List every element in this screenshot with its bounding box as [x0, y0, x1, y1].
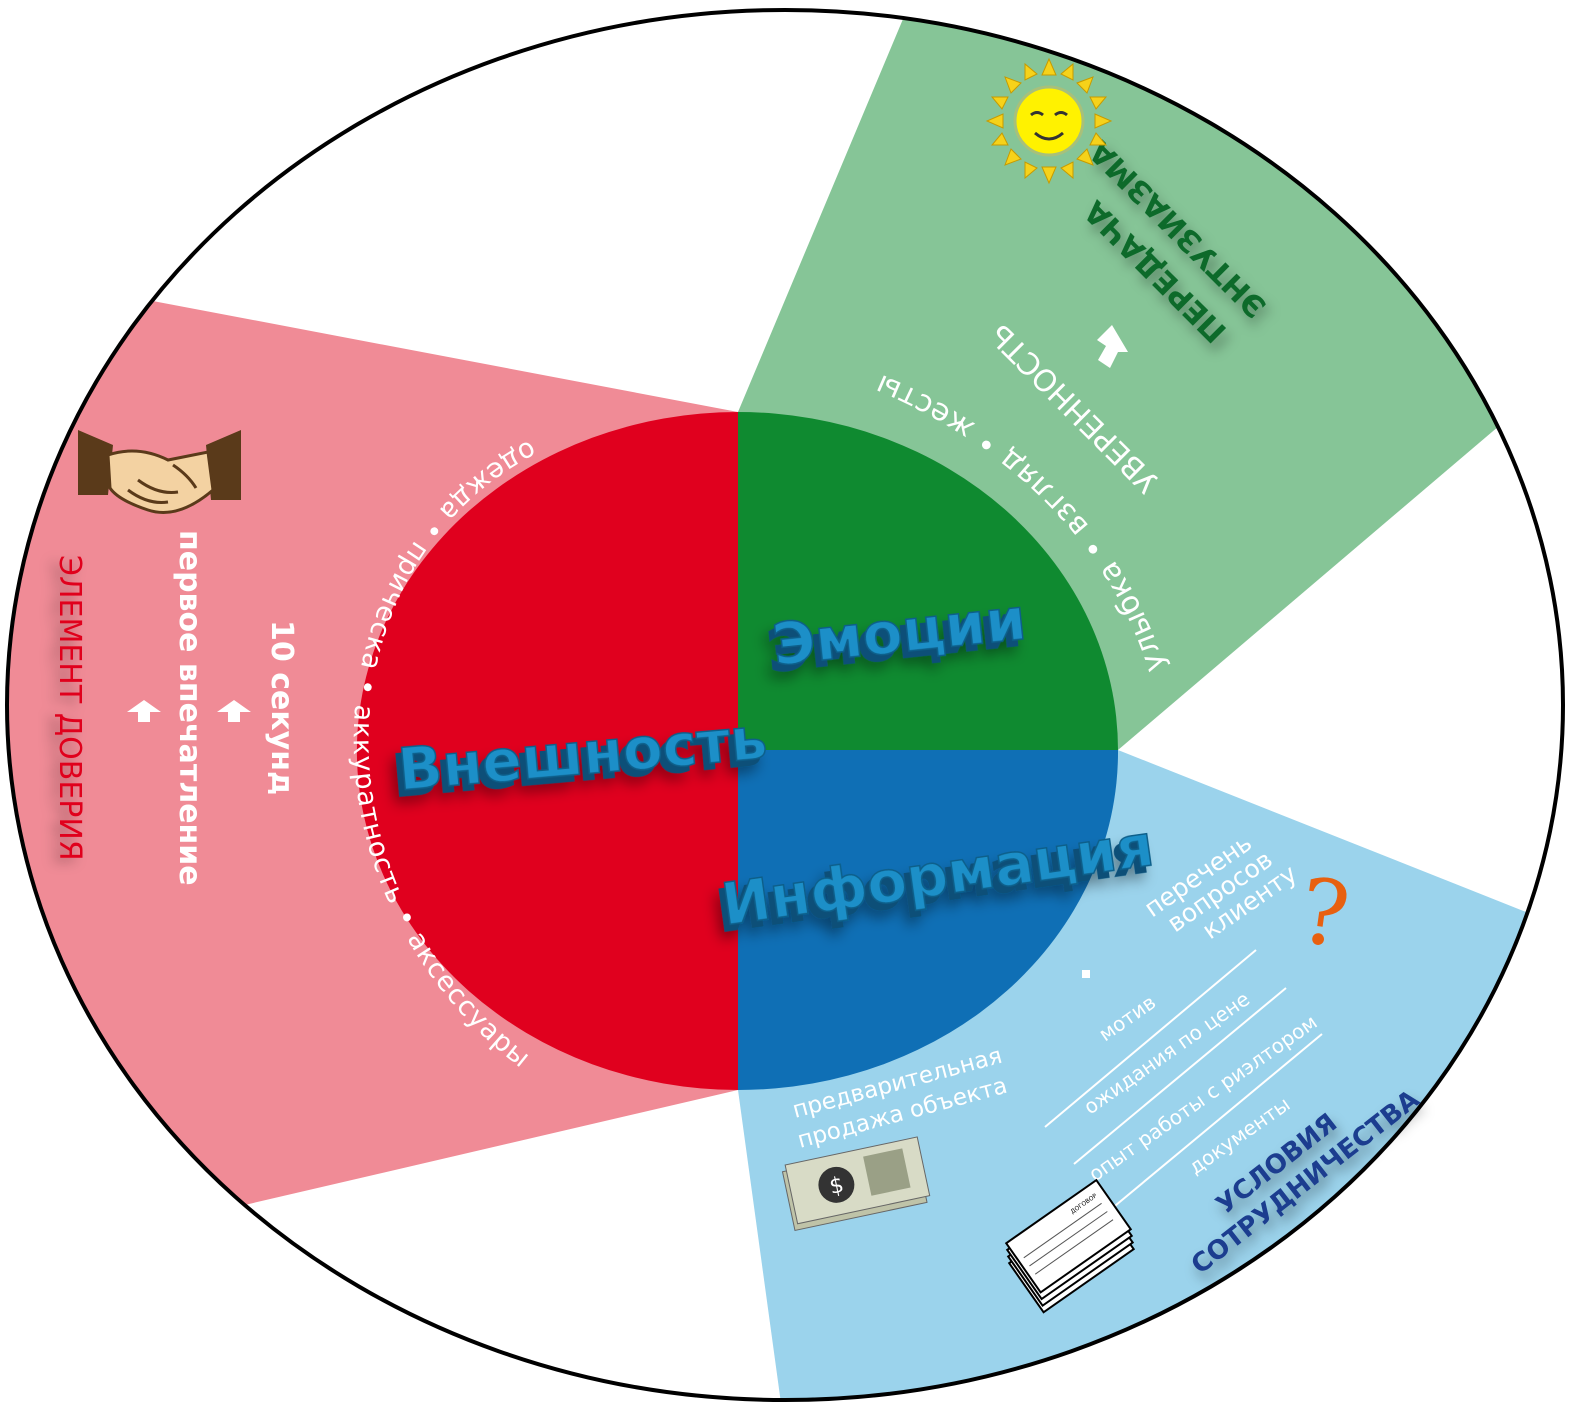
documents-icon: ДОГОВОР — [1004, 1178, 1136, 1314]
smiling-sun-icon — [985, 57, 1113, 185]
handshake-icon — [78, 430, 241, 514]
arrow-icon — [127, 700, 251, 722]
first-impression-label: первое впечатление — [172, 530, 207, 886]
trust-element-label: ЭЛЕМЕНТ ДОВЕРИЯ — [52, 555, 87, 861]
money-icon: $ — [781, 1136, 931, 1232]
divider-lines — [1044, 949, 1323, 1211]
inner-information — [738, 750, 1119, 1090]
inner-emotions — [738, 412, 1118, 750]
ten-seconds-label: 10 секунд — [264, 620, 299, 795]
arrow-icon — [1097, 325, 1128, 368]
svg-text:$: $ — [827, 1173, 846, 1200]
inner-appearance — [356, 412, 738, 1090]
outer-circle — [5, 8, 1565, 1402]
bullet — [1082, 970, 1090, 978]
